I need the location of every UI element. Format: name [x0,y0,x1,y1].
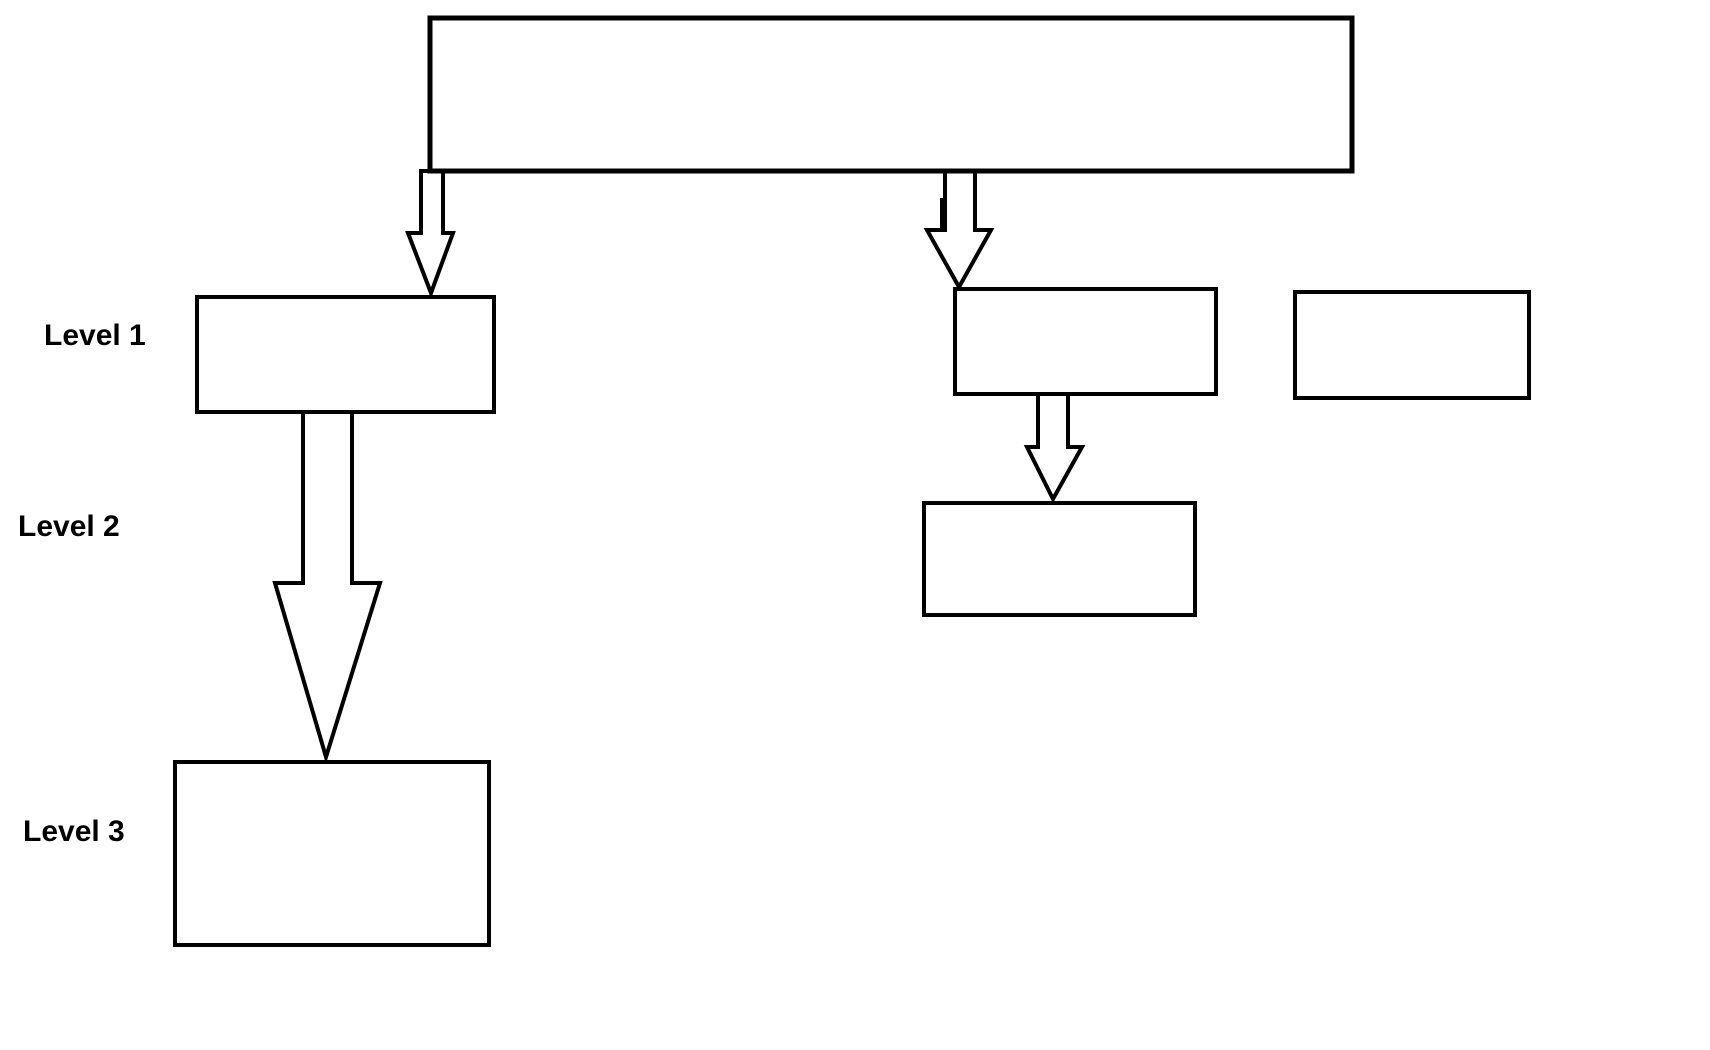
level-3-label: Level 3 [23,815,125,848]
level1-right-box [953,287,1218,396]
arrow-root-to-level1-right [923,169,995,292]
level-1-label: Level 1 [44,319,146,352]
level-2-label: Level 2 [18,510,120,543]
detached-box [1293,290,1531,400]
level2-right-box [922,501,1197,617]
root-box [427,15,1355,174]
arrow-level1-left-to-level3-left [272,409,383,764]
level1-left-box [195,295,496,414]
arrow-root-to-level1-left [405,169,456,299]
arrow-level1-right-to-level2-right [1023,391,1086,504]
level3-left-box [173,760,491,947]
stroke-artifact [940,198,944,232]
